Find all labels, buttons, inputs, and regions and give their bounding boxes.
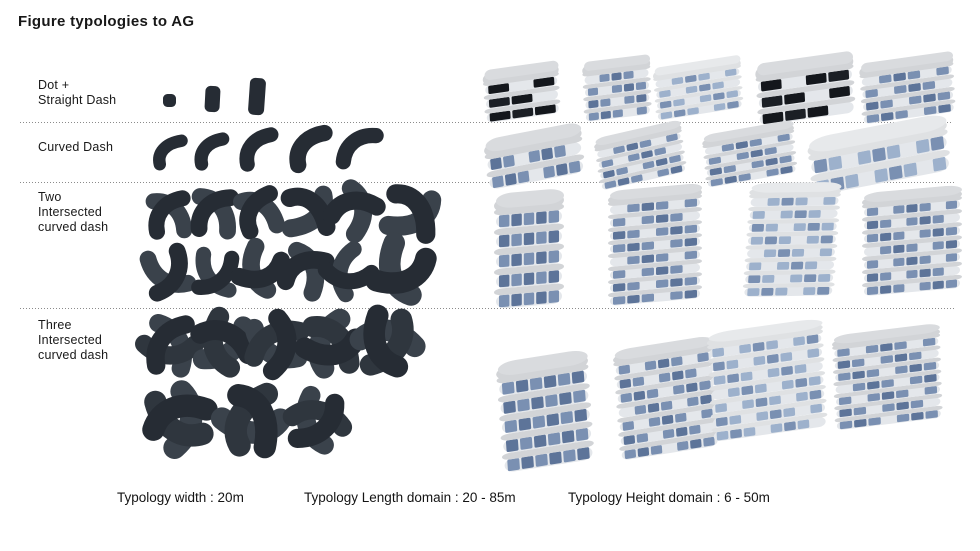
typology-glyph-two-curves (365, 232, 437, 306)
typology-glyph-three-curves (135, 313, 204, 378)
typology-glyph-three-curves (142, 380, 218, 459)
building-model (613, 337, 720, 460)
building-model (482, 60, 561, 123)
building-model (594, 120, 687, 190)
typology-glyph-two-curves (276, 241, 335, 302)
typology-glyph-dash (204, 85, 221, 113)
typology-glyph-three-curves (282, 385, 353, 455)
building-model (832, 324, 943, 430)
building-model (702, 120, 798, 187)
building-model (484, 123, 585, 189)
building-model (807, 115, 950, 195)
typology-glyph-two-curves (378, 184, 442, 244)
building-model (859, 51, 956, 124)
typology-glyph-three-curves (190, 306, 259, 378)
typology-glyph-curve (289, 124, 333, 174)
footer-width-label: Typology width : 20m (117, 490, 244, 505)
building-model (706, 319, 828, 441)
typology-glyph-two-curves (230, 237, 290, 299)
typology-glyph-dot (163, 94, 176, 107)
row-label-two-intersected-curved-dash: Two Intersected curved dash (38, 190, 109, 234)
typology-glyph-curve (194, 132, 230, 171)
building-model (582, 54, 652, 122)
row-separator (20, 122, 952, 123)
typology-glyph-two-curves (145, 190, 193, 240)
figure-title: Figure typologies to AG (18, 13, 195, 30)
row-label-three-intersected-curved-dash: Three Intersected curved dash (38, 318, 109, 362)
typology-glyph-two-curves (191, 246, 240, 298)
row-label-dot-straight-dash: Dot + Straight Dash (38, 78, 117, 107)
building-model (496, 351, 594, 472)
typology-glyph-three-curves (349, 304, 426, 378)
typology-glyph-curve (153, 134, 188, 171)
typology-glyph-curve (335, 128, 384, 170)
typology-glyph-three-curves (210, 382, 292, 459)
typology-glyph-two-curves (139, 242, 197, 302)
building-model (742, 182, 842, 297)
row-separator (20, 182, 954, 183)
building-model (608, 183, 702, 306)
building-model (862, 185, 962, 296)
footer-height-label: Typology Height domain : 6 - 50m (568, 490, 770, 505)
row-separator (20, 308, 954, 309)
typology-glyph-dash (248, 77, 266, 116)
typology-glyph-two-curves (190, 188, 239, 240)
building-model (652, 55, 744, 120)
footer-length-label: Typology Length domain : 20 - 85m (304, 490, 516, 505)
typology-glyph-two-curves (322, 179, 386, 243)
building-model (755, 51, 856, 125)
row-label-curved-dash: Curved Dash (38, 140, 114, 154)
typology-glyph-two-curves (233, 185, 286, 240)
typology-glyph-curve (239, 127, 279, 172)
building-model (494, 189, 564, 309)
typology-glyph-two-curves (280, 185, 336, 238)
typology-glyph-three-curves (244, 308, 310, 381)
